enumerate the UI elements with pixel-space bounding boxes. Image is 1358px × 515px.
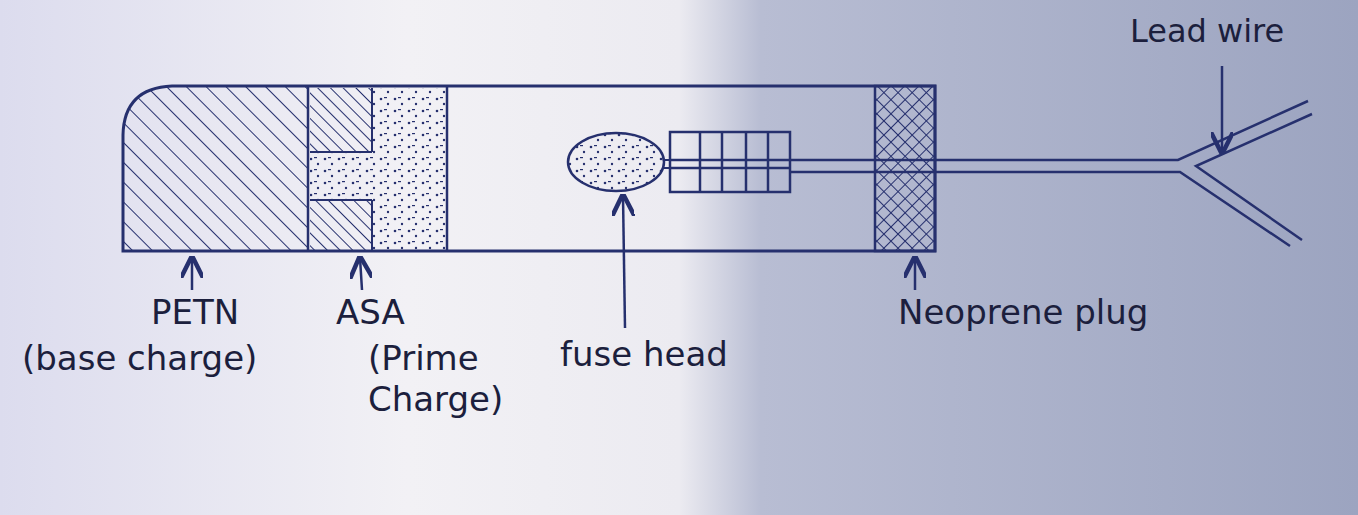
part-label: Neoprene plug — [898, 292, 1298, 333]
part-label: ASA — [336, 292, 436, 333]
leader-line — [192, 66, 1222, 328]
fuse-holder — [670, 132, 790, 192]
part-label: PETN — [120, 292, 270, 333]
base-charge — [123, 86, 308, 251]
part-label: (base charge) — [22, 338, 322, 379]
part-label: (Prime Charge) — [368, 338, 528, 420]
neoprene-plug — [875, 86, 935, 251]
part-label: Lead wire — [1130, 12, 1350, 50]
detonator-shell — [123, 86, 935, 251]
fuse-head — [568, 133, 670, 191]
lead-wire — [790, 101, 1312, 246]
part-label: fuse head — [560, 334, 790, 375]
prime-charge — [308, 86, 447, 251]
